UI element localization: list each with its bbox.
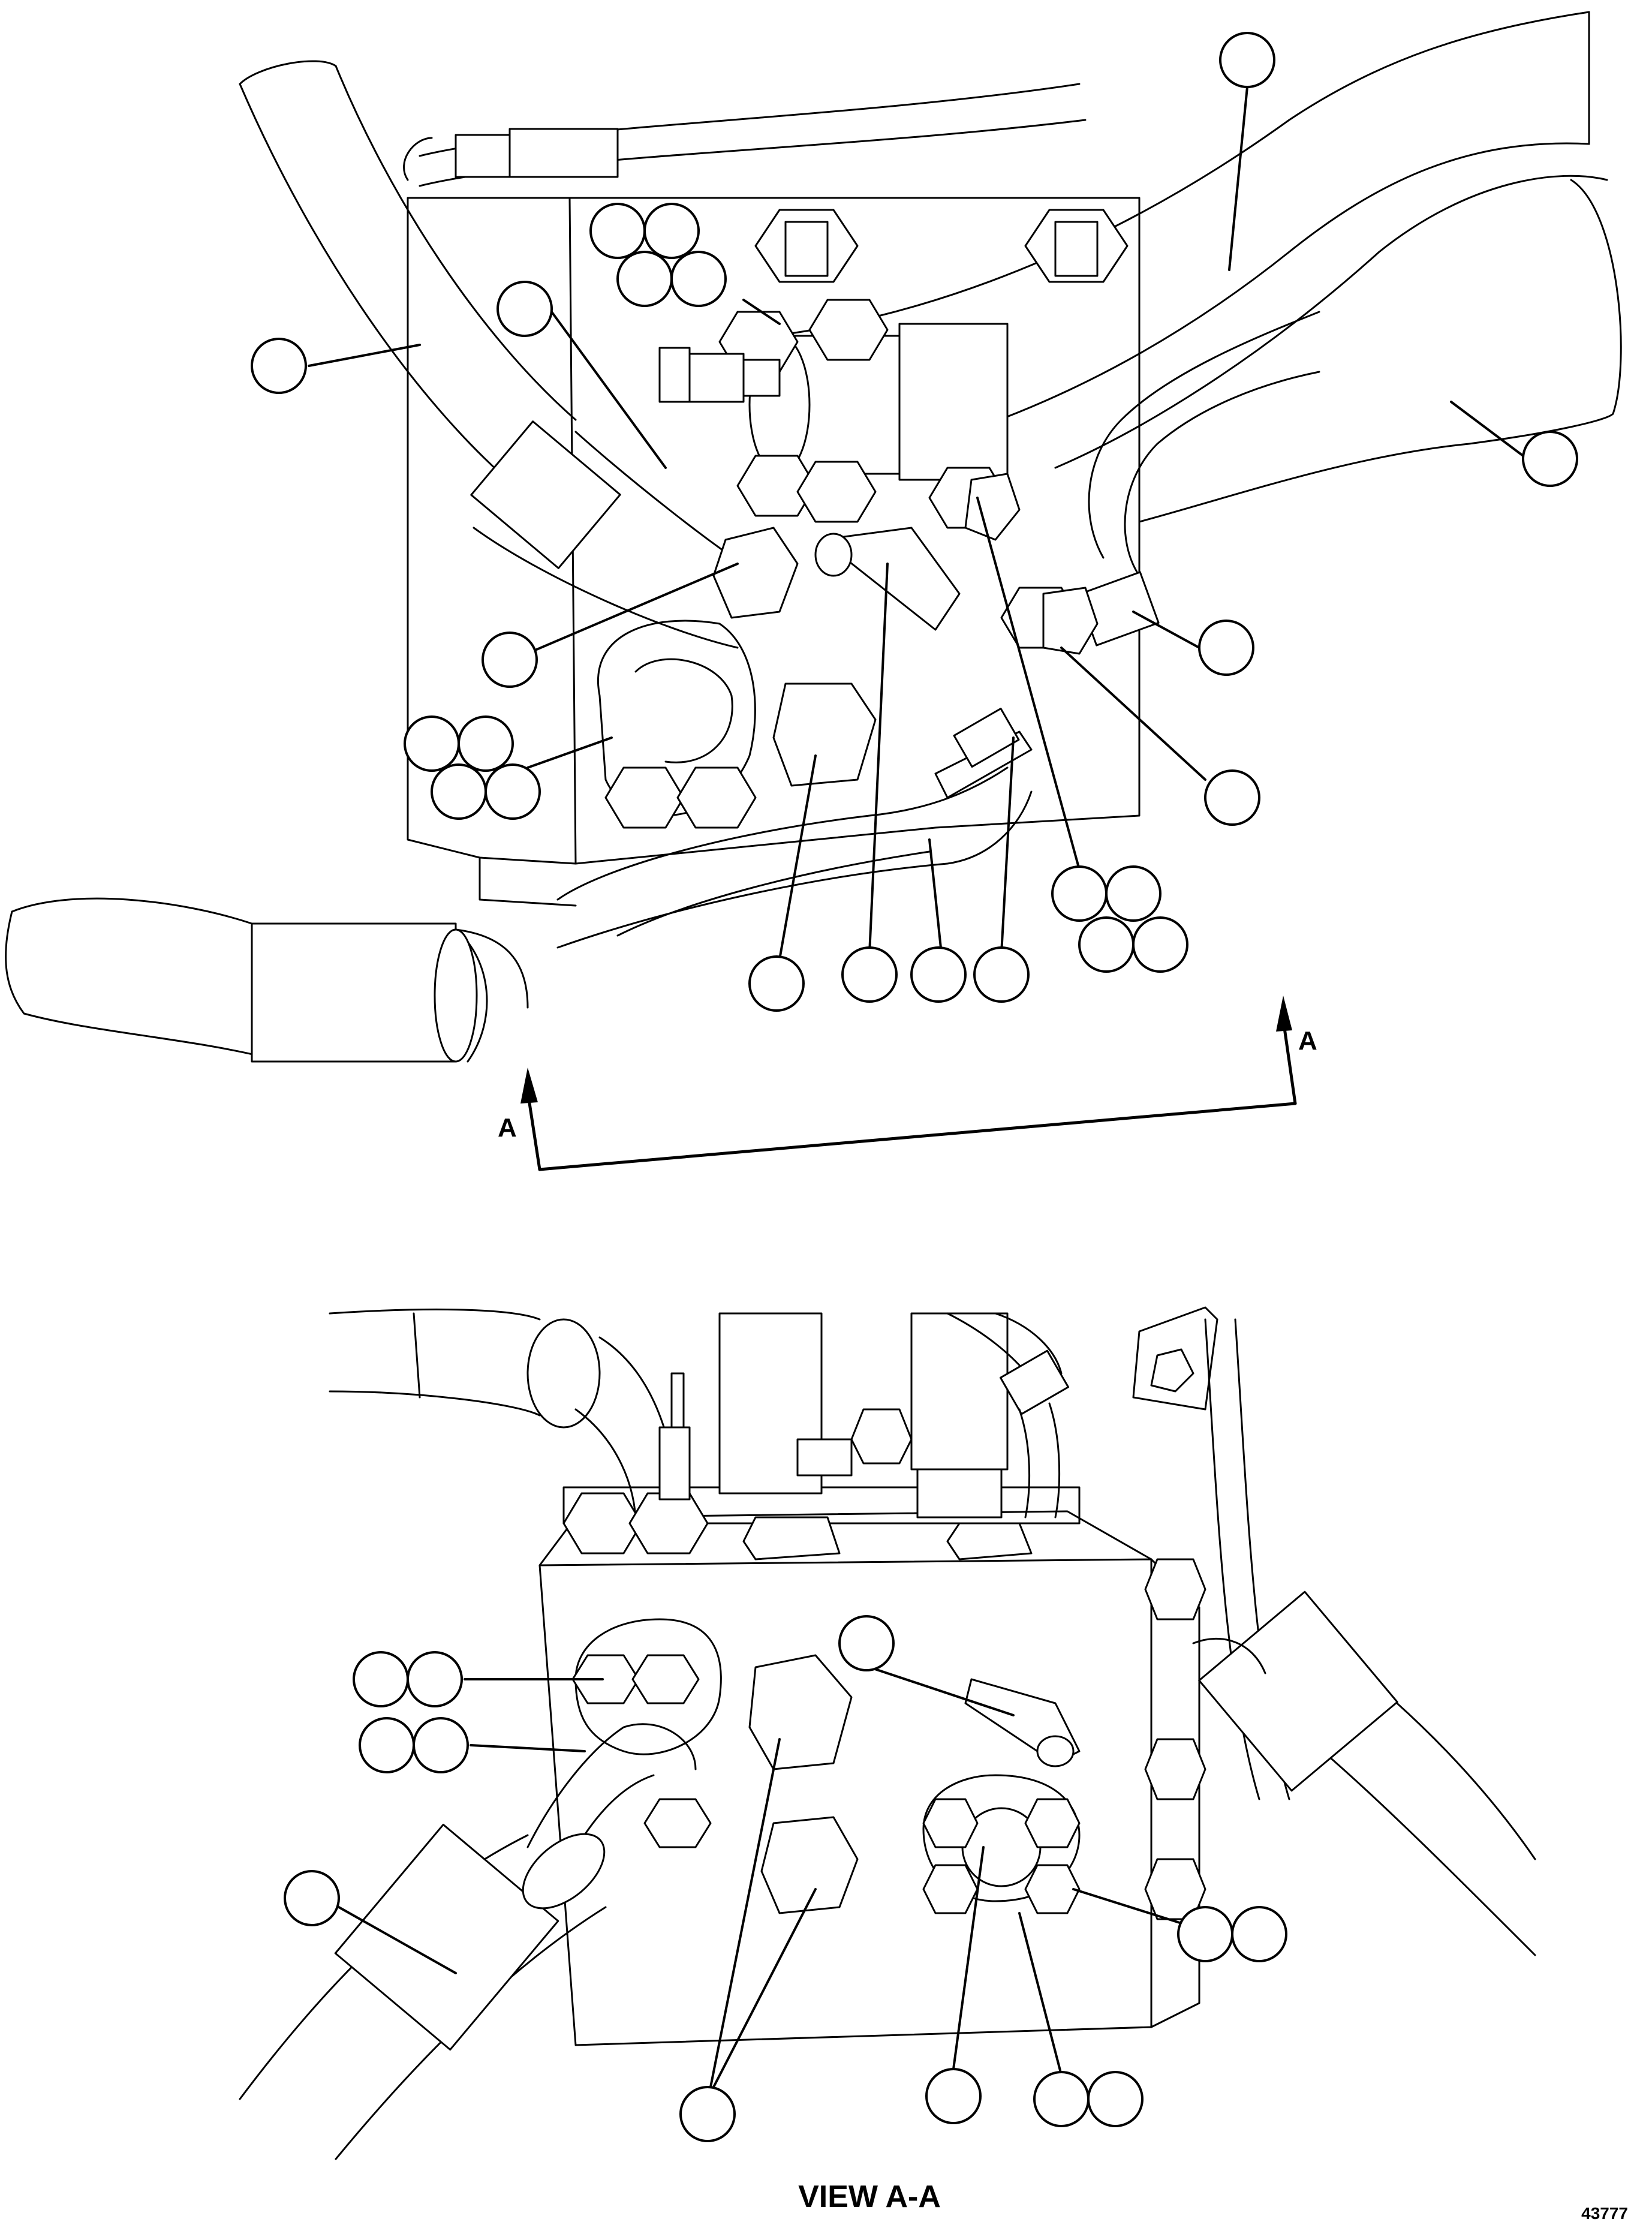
section-marker-left: A [498, 1113, 517, 1142]
callout-circles-bottom [284, 1615, 1287, 2142]
view-right-clamp [1132, 1306, 1290, 1800]
section-marker-right: A [1298, 1026, 1317, 1056]
left-large-hose [239, 60, 763, 649]
view-right-flange [922, 1774, 1081, 1914]
section-line: A A [498, 996, 1317, 1171]
view-title: VIEW A-A [798, 2179, 941, 2214]
view-top-left-hose [329, 1308, 679, 1525]
test-port-fitting [658, 347, 781, 403]
view-side-fittings [1144, 1558, 1206, 1920]
top-thin-hose [403, 83, 1087, 187]
view-top-right-hose [946, 1312, 1069, 1519]
callout-circles-top [251, 32, 1578, 1012]
view-right-large-hose [1192, 1590, 1536, 1956]
figure-number: 43777 [1581, 2204, 1628, 2223]
view-a-a: VIEW A-A [239, 1306, 1536, 2214]
view-top-fittings [562, 1372, 1033, 1561]
main-view: A A [5, 11, 1622, 1171]
view-lower-left-hose [239, 1823, 607, 2160]
view-block [538, 1486, 1200, 2046]
view-face-plugs [748, 1654, 1081, 1914]
lower-tube [556, 708, 1033, 949]
view-left-flange [526, 1618, 722, 1872]
callout-leaders-bottom [338, 1666, 1188, 2088]
right-thin-hose [1042, 311, 1320, 655]
front-face-fittings [712, 473, 1021, 787]
callout-leaders-top [308, 86, 1524, 961]
flange-elbow [597, 620, 757, 829]
lower-left-hose [5, 897, 529, 1063]
